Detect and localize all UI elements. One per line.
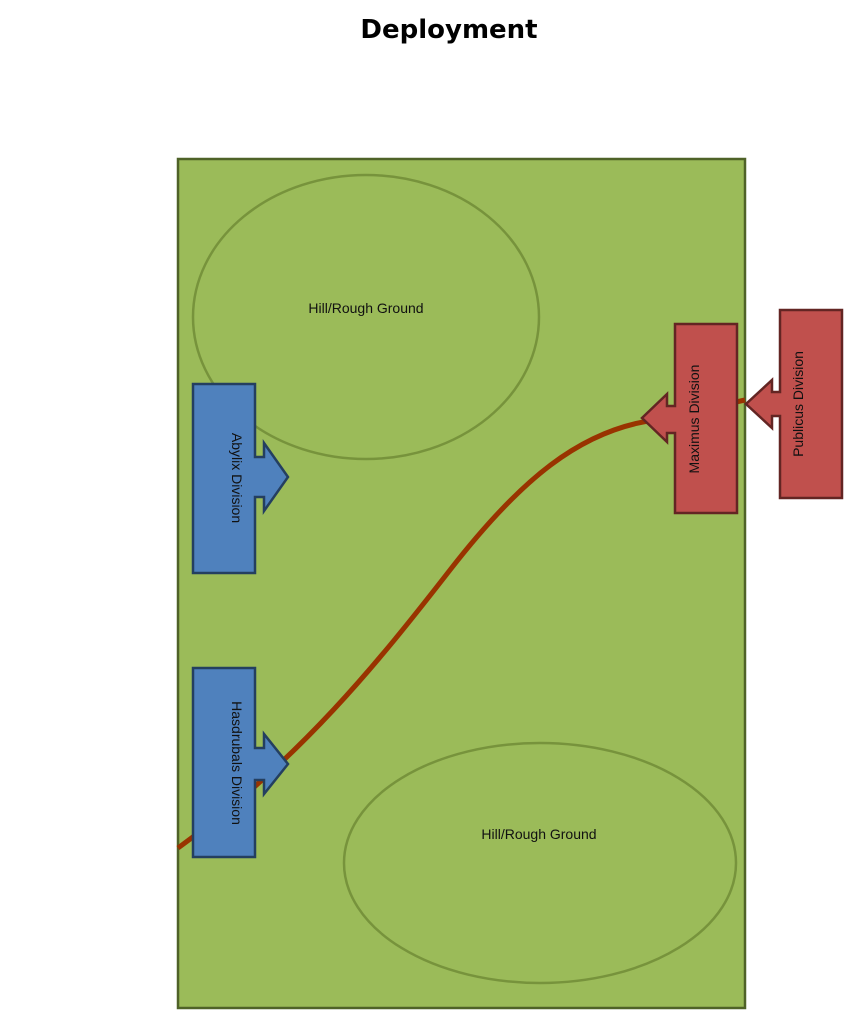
diagram-title: Deployment (360, 15, 537, 45)
abylix-division: Abylix Division (191, 382, 290, 575)
hasdrubals-division: Hasdrubals Division (191, 666, 290, 859)
hill-south-label: Hill/Rough Ground (481, 826, 596, 842)
hill-north (191, 173, 541, 461)
abylix-arrow (191, 382, 290, 575)
maximus-label: Maximus Division (686, 365, 702, 474)
battlefield (176, 157, 747, 1010)
hill-north-label: Hill/Rough Ground (308, 300, 423, 316)
hasdrubals-arrow (191, 666, 290, 859)
maximus-arrow (640, 322, 739, 515)
hill-south (342, 741, 738, 985)
publicus-division: Publicus Division (744, 308, 844, 500)
hasdrubals-label: Hasdrubals Division (229, 701, 245, 825)
maximus-division: Maximus Division (640, 322, 739, 515)
publicus-label: Publicus Division (790, 351, 806, 457)
publicus-arrow (744, 308, 844, 500)
abylix-label: Abylix Division (229, 433, 245, 523)
